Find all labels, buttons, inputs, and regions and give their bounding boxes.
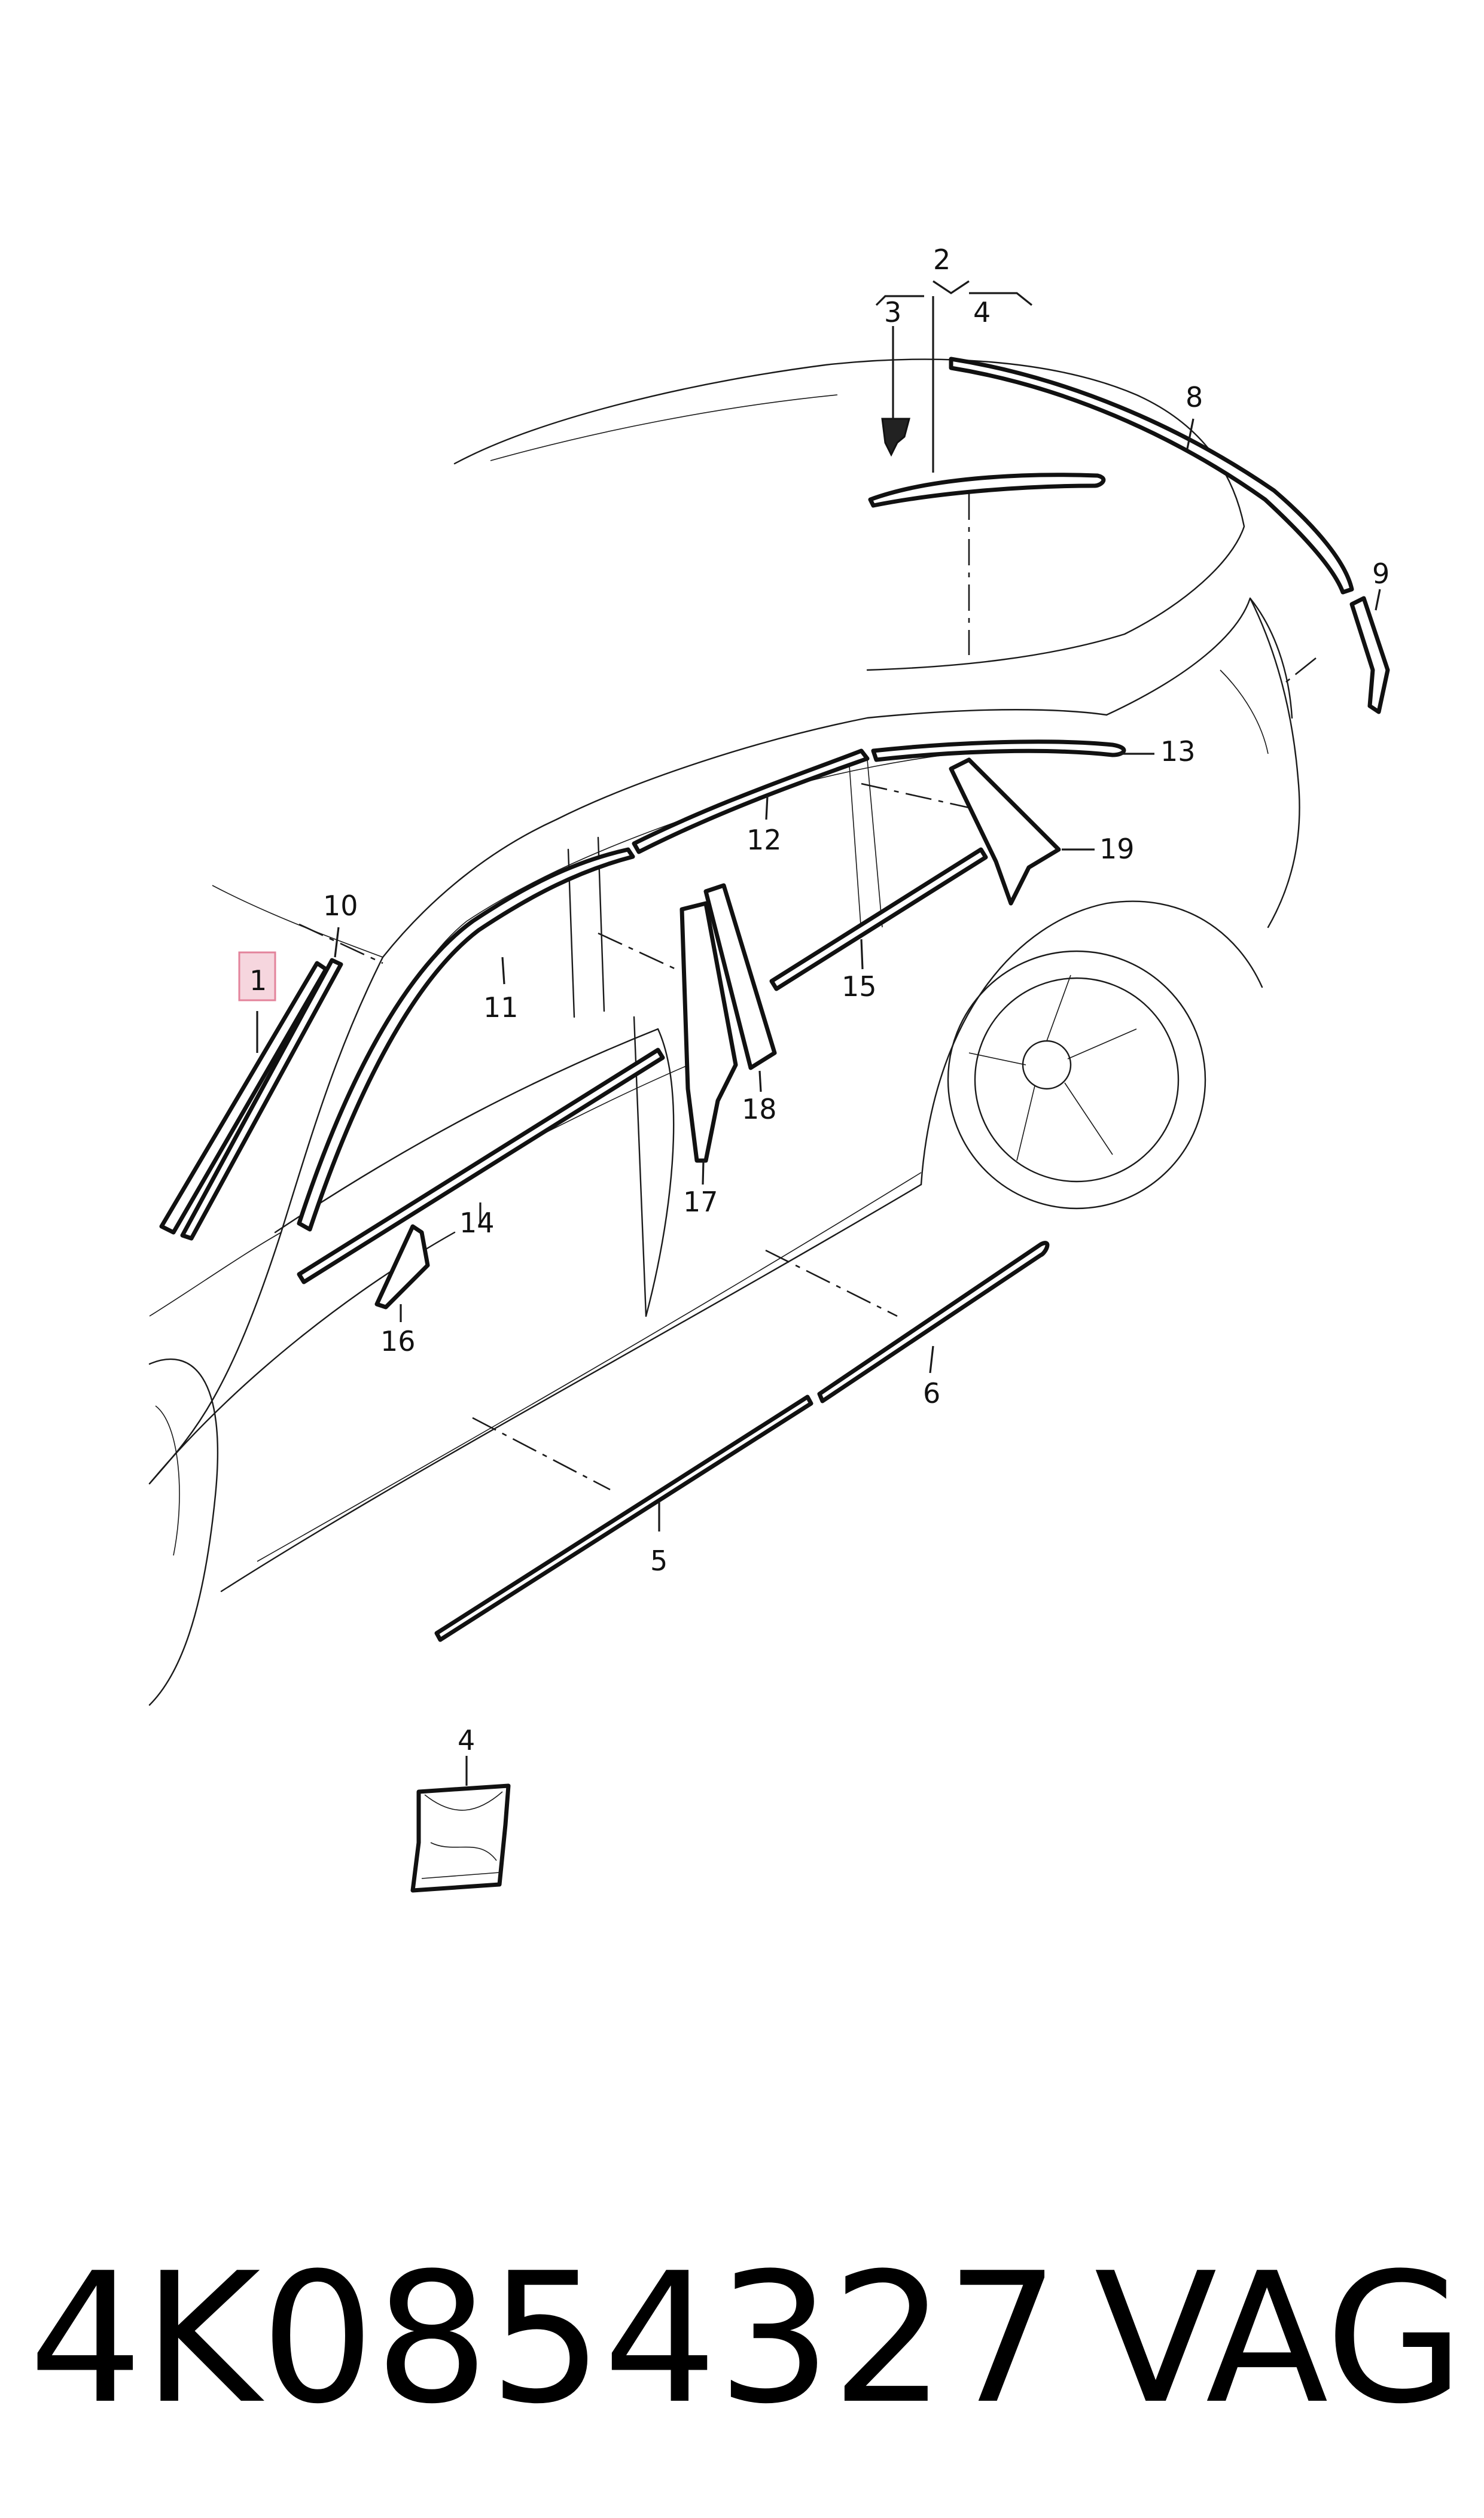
part-1-pillar-trim	[159, 961, 328, 1235]
part-6-sill-strip	[817, 1241, 1050, 1403]
parts	[159, 357, 1390, 1893]
part-15-rear-belt-molding	[769, 847, 988, 991]
part-2-roof-molding	[868, 473, 1106, 508]
part-9-end-cap	[1349, 596, 1390, 714]
part-4-hardware-bag	[410, 1783, 511, 1893]
callout-2[interactable]: 2	[933, 243, 950, 276]
callout-4-top[interactable]: 4	[973, 296, 991, 328]
callout-3[interactable]: 3	[884, 296, 901, 328]
part-12-roof-trim	[632, 748, 870, 854]
footer-caption: 4K0854327 VAG	[29, 2213, 1464, 2465]
part-5-sill-strip	[434, 1395, 813, 1642]
callout-8[interactable]: 8	[1186, 381, 1203, 413]
part-16-sail-cover	[374, 1224, 430, 1310]
callout-13[interactable]: 13	[1160, 735, 1196, 768]
callout-1[interactable]: 1	[249, 964, 267, 997]
callout-12[interactable]: 12	[746, 824, 782, 856]
callout-11[interactable]: 11	[483, 991, 519, 1024]
callout-19[interactable]: 19	[1099, 833, 1135, 865]
part-10-pillar-trim	[180, 958, 343, 1241]
part-number: 4K0854327	[29, 2234, 1060, 2443]
dash-dot-leaders	[298, 494, 1317, 1491]
part-18-b-pillar-cover	[703, 883, 777, 1070]
part-17-b-pillar-cover	[679, 901, 738, 1163]
callout-14[interactable]: 14	[459, 1207, 495, 1239]
callout-1-highlight	[238, 951, 276, 1001]
callout-17[interactable]: 17	[683, 1186, 718, 1218]
callout-5[interactable]: 5	[650, 1545, 668, 1577]
brand-name: VAG	[1094, 2234, 1464, 2443]
part-3-clip	[881, 418, 910, 457]
callout-leaders	[256, 280, 1381, 1786]
callout-18[interactable]: 18	[742, 1093, 777, 1125]
callout-labels[interactable]: 1 2 3 4 4 5 6 8 9 10 11 12 13 14 15 16 1…	[249, 243, 1389, 1756]
part-19-c-pillar-trim	[949, 757, 1061, 906]
callout-6[interactable]: 6	[923, 1377, 940, 1409]
callout-15[interactable]: 15	[842, 970, 877, 1003]
callout-9[interactable]: 9	[1372, 558, 1389, 590]
part-11-door-frame-trim	[297, 847, 635, 1232]
callout-10[interactable]: 10	[323, 890, 358, 922]
part-8-roof-rail-trim	[949, 357, 1354, 595]
callout-16[interactable]: 16	[380, 1325, 416, 1357]
part-14-front-belt-molding	[297, 1048, 665, 1284]
part-13-rear-window-trim	[871, 739, 1126, 762]
callout-4-bag[interactable]: 4	[458, 1724, 475, 1756]
